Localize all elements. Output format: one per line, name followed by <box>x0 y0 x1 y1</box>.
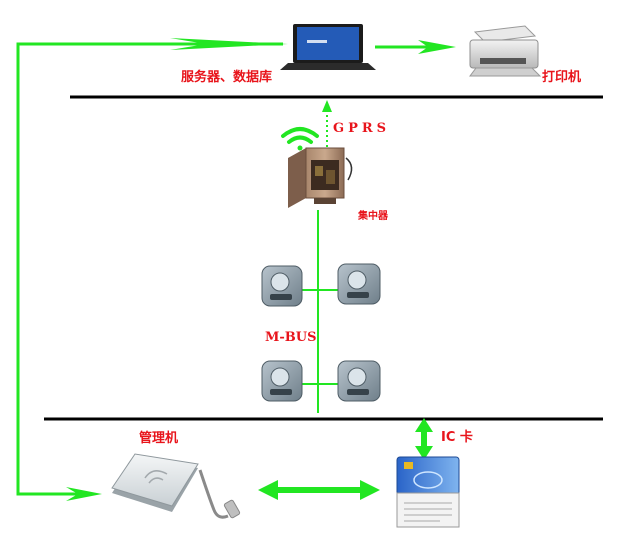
water-meter-icon <box>261 360 303 402</box>
wifi-signal-icon <box>281 127 319 151</box>
concentrator-cabinet-icon <box>288 147 353 208</box>
printer-icon <box>469 25 542 77</box>
water-meter-icon <box>261 265 303 307</box>
arrow-to-laptop <box>170 38 288 50</box>
laptop-icon <box>280 24 376 70</box>
water-meter-icon <box>337 360 381 402</box>
management-machine-label: 管理机 <box>139 431 179 446</box>
card-reader-icon <box>111 453 241 519</box>
printer-label: 打印机 <box>542 70 582 85</box>
arrow-to-printer <box>418 40 456 54</box>
ic-card-label: IC 卡 <box>441 430 473 445</box>
server-database-label: 服务器、数据库 <box>181 70 273 85</box>
ic-card-icon <box>396 456 460 528</box>
concentrator-label: 集中器 <box>358 211 388 222</box>
mbus-label: M-BUS <box>265 330 317 345</box>
water-meter-icon <box>337 263 381 305</box>
gprs-arrow-up <box>322 100 332 112</box>
reader-card-link <box>258 480 380 500</box>
sync-link <box>16 42 283 496</box>
ic-card-link <box>415 418 433 460</box>
gprs-label: GPRS <box>333 121 391 136</box>
arrow-to-manager <box>66 487 102 501</box>
